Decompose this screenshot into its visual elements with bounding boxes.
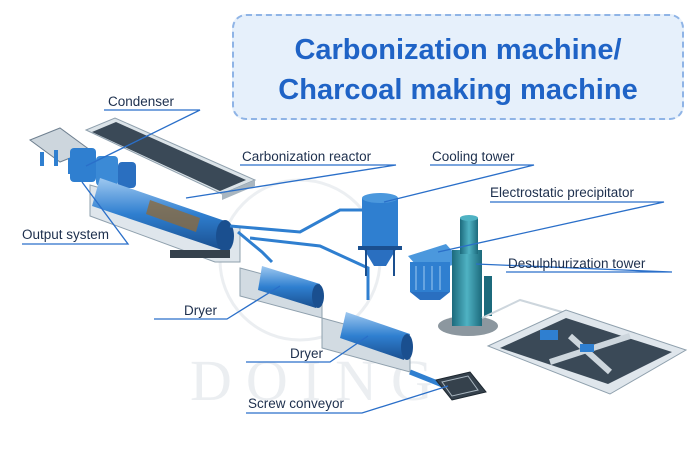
water-pool <box>486 309 688 395</box>
title-line-1: Carbonization machine/ <box>294 34 622 66</box>
connecting-pipes <box>229 208 376 300</box>
dryer-2 <box>321 312 413 373</box>
condenser-tank <box>84 117 257 200</box>
label-dryer-2: Dryer <box>290 346 323 361</box>
label-carbonization-reactor: Carbonization reactor <box>242 149 372 164</box>
label-output-system: Output system <box>22 227 110 242</box>
leader-cooling-tower <box>383 164 535 203</box>
label-condenser: Condenser <box>108 94 175 109</box>
leader-dryer-2 <box>246 335 369 363</box>
leader-desulphurization-tower <box>475 263 673 273</box>
label-dryer-1: Dryer <box>184 303 217 318</box>
desulphurization-tower <box>438 215 498 336</box>
condenser-unit <box>70 148 136 188</box>
leader-output-system <box>22 181 130 245</box>
leader-carbonization-reactor <box>185 164 397 199</box>
label-screw-conveyor: Screw conveyor <box>248 396 345 411</box>
cooling-tower <box>358 193 402 276</box>
dryer-1 <box>239 266 324 319</box>
electrostatic-precipitator <box>408 244 462 300</box>
leader-electrostatic-precipitator <box>437 201 665 253</box>
leader-condenser <box>85 109 201 167</box>
label-cooling-tower: Cooling tower <box>432 149 515 164</box>
title-banner: Carbonization machine/ Charcoal making m… <box>232 14 684 120</box>
title-line-2: Charcoal making machine <box>278 74 638 106</box>
leader-lines <box>22 109 673 414</box>
leader-screw-conveyor <box>246 385 449 414</box>
screw-conveyor <box>409 369 487 401</box>
carbonization-reactor <box>89 178 241 263</box>
label-desulphurization-tower: Desulphurization tower <box>508 256 646 271</box>
label-electrostatic-precipitator: Electrostatic precipitator <box>490 185 635 200</box>
leader-dryer-1 <box>154 285 281 320</box>
